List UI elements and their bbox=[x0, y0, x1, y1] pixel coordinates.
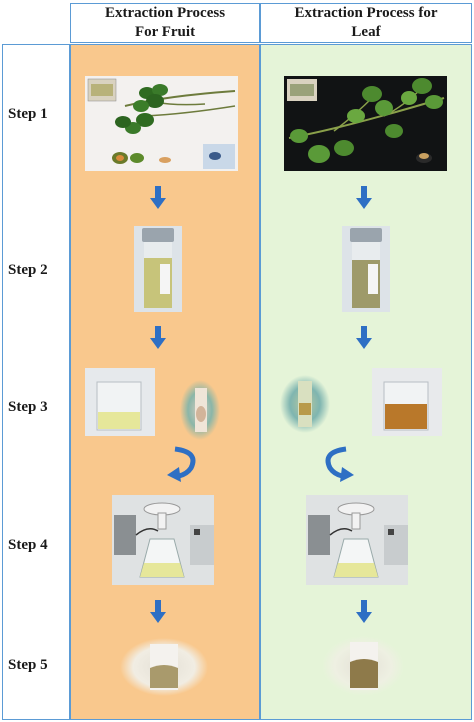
fruit-header-line2: For Fruit bbox=[134, 24, 196, 40]
fruit-header-line1: Extraction Process bbox=[104, 5, 226, 21]
leaf-step2-photo bbox=[342, 226, 390, 312]
arrow-down-icon bbox=[356, 600, 372, 623]
leaf-header-line1: Extraction Process for bbox=[294, 5, 438, 21]
fruit-step1-photo bbox=[85, 76, 238, 171]
arrow-down-icon bbox=[356, 326, 372, 349]
step-label-2: Step 2 bbox=[8, 262, 48, 278]
step-label-4: Step 4 bbox=[8, 537, 48, 553]
step-label-5: Step 5 bbox=[8, 657, 48, 673]
curved-arrow-icon bbox=[325, 446, 354, 482]
leaf-column-header: Extraction Process for Leaf bbox=[260, 3, 472, 43]
curved-arrow-icon bbox=[167, 446, 196, 482]
fruit-step3-tube-photo bbox=[180, 380, 220, 440]
leaf-step4-photo bbox=[306, 495, 408, 585]
leaf-step3-beaker-photo bbox=[372, 368, 442, 436]
fruit-step4-photo bbox=[112, 495, 214, 585]
leaf-step5-photo bbox=[322, 636, 404, 696]
fruit-step5-photo bbox=[120, 638, 208, 696]
arrow-down-icon bbox=[150, 326, 166, 349]
step-label-column bbox=[2, 44, 70, 720]
step-label-3: Step 3 bbox=[8, 399, 48, 415]
fruit-step3-beaker-photo bbox=[85, 368, 155, 436]
fruit-column-header: Extraction Process For Fruit bbox=[70, 3, 260, 43]
leaf-step1-photo bbox=[284, 76, 447, 171]
leaf-step3-tube-photo bbox=[280, 375, 330, 433]
arrow-down-icon bbox=[356, 186, 372, 209]
fruit-step2-photo bbox=[134, 226, 182, 312]
arrow-down-icon bbox=[150, 600, 166, 623]
leaf-header-line2: Leaf bbox=[351, 24, 381, 40]
arrow-down-icon bbox=[150, 186, 166, 209]
step-label-1: Step 1 bbox=[8, 106, 48, 122]
